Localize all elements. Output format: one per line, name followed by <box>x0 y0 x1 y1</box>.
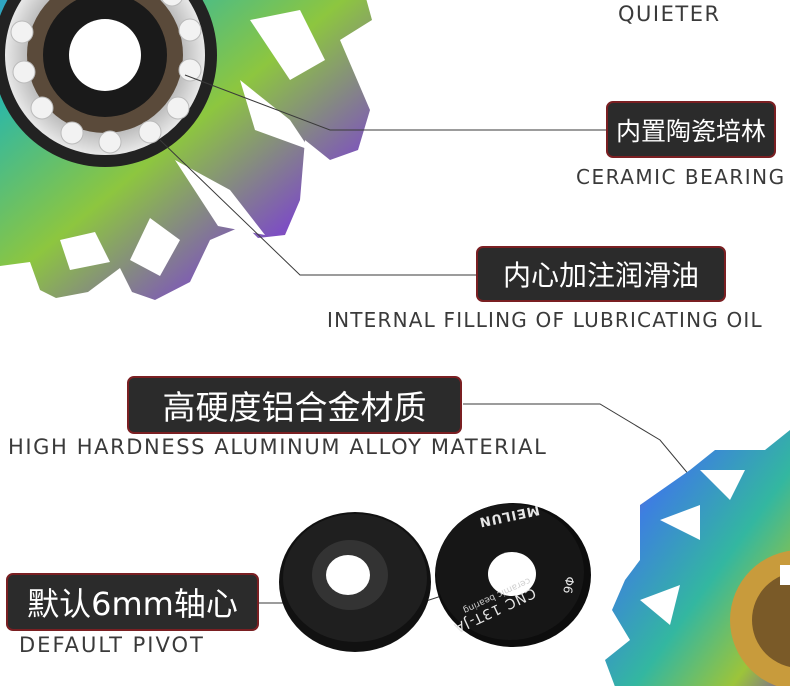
engraved-cap <box>435 503 591 647</box>
feature-bearing-en: CERAMIC BEARING <box>576 165 786 189</box>
feature-pivot-en: DEFAULT PIVOT <box>19 633 205 657</box>
feature-alloy-en: HIGH HARDNESS ALUMINUM ALLOY MATERIAL <box>8 435 548 459</box>
feature-quieter-en: QUIETER <box>618 2 721 26</box>
top-pulley <box>0 0 372 300</box>
washer-cap <box>279 512 431 652</box>
feature-alloy-cn: 高硬度铝合金材质 <box>127 376 462 434</box>
bottom-pulley <box>605 430 790 686</box>
feature-pivot-cn: 默认6mm轴心 <box>6 573 259 631</box>
feature-bearing-cn: 内置陶瓷培林 <box>606 101 776 158</box>
feature-oil-en: INTERNAL FILLING OF LUBRICATING OIL <box>327 308 763 332</box>
cap-symbol-text: Φ6 <box>560 575 577 595</box>
feature-oil-cn: 内心加注润滑油 <box>476 246 726 302</box>
